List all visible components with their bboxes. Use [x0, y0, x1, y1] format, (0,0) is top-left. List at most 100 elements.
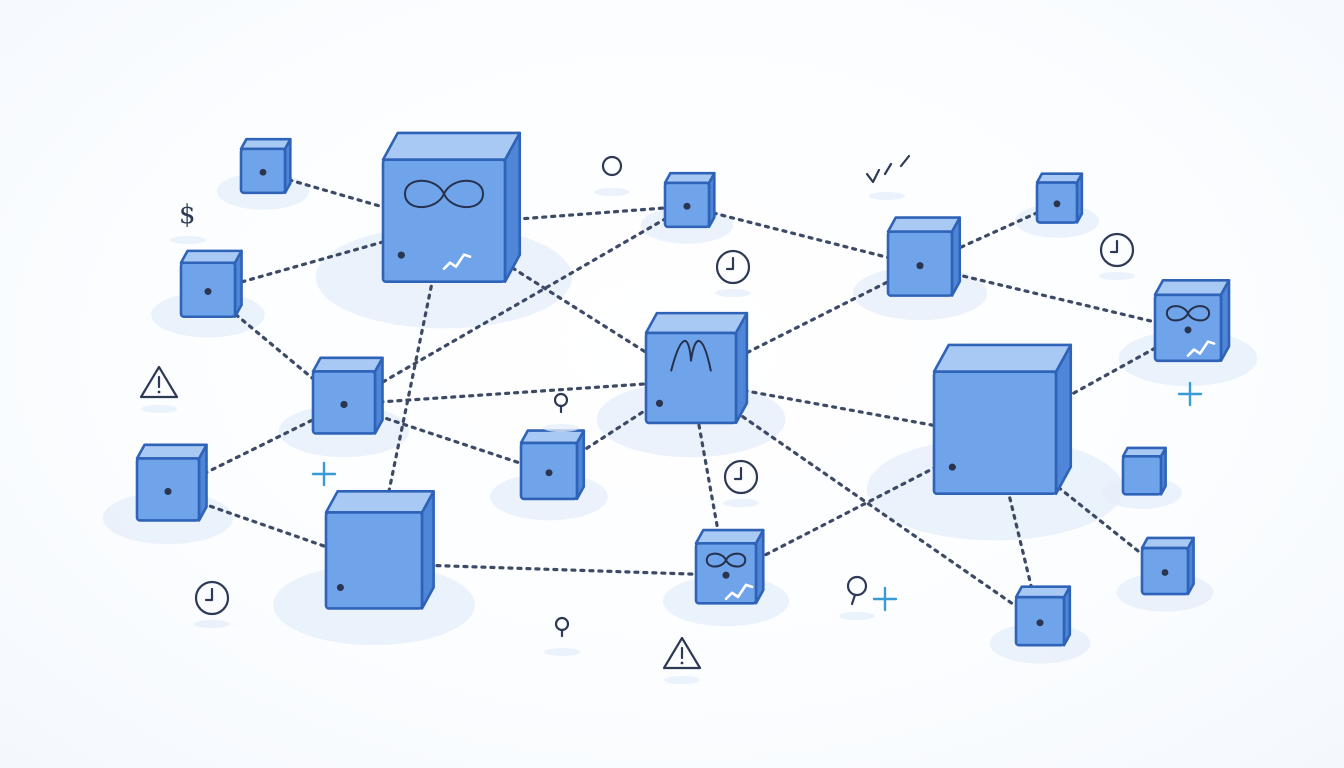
warning-dot — [157, 390, 161, 394]
pin-head — [553, 392, 569, 408]
cube-front-face — [932, 370, 1058, 496]
pin-head — [554, 616, 570, 632]
cube-top-face — [1153, 278, 1231, 297]
dollar-label: $ — [179, 200, 196, 230]
cube-top-face — [644, 311, 749, 335]
edge-n9-n10 — [689, 264, 922, 383]
edge-endpoint-dot — [204, 288, 212, 295]
node-cube-n15[interactable] — [1121, 446, 1167, 496]
decoration-shadow — [715, 289, 751, 297]
decoration-shadow — [170, 236, 206, 244]
clock-hands — [725, 256, 735, 271]
edge-endpoint-dot — [683, 202, 691, 210]
edge-endpoint-dot — [1036, 619, 1044, 627]
decoration-shadow — [839, 612, 875, 620]
edge-endpoint-dot — [948, 463, 956, 471]
decoration-shadow — [723, 499, 759, 507]
edge-endpoint-dot — [259, 168, 267, 176]
clock-face — [1099, 232, 1135, 268]
node-cube-n14[interactable] — [1153, 278, 1231, 363]
node-cube-n7[interactable] — [519, 429, 586, 501]
balloon-head — [846, 575, 868, 597]
node-cube-n8[interactable] — [1035, 172, 1084, 224]
clock-icon — [1099, 232, 1135, 280]
check-mark — [865, 168, 881, 184]
decoration-shadow — [869, 192, 905, 200]
edge-n4-n10 — [685, 204, 922, 268]
node-cube-n17[interactable] — [1014, 585, 1072, 647]
decoration-shadow — [544, 648, 580, 656]
ring-shape — [601, 155, 623, 177]
dollar-icon: $ — [170, 200, 206, 244]
warning-triangle — [662, 636, 702, 670]
clock-icon — [715, 249, 751, 297]
infinity-icon — [705, 552, 747, 568]
tick-mark — [899, 154, 911, 168]
clock-icon — [723, 459, 759, 507]
cube-front-face — [381, 158, 507, 284]
edge-endpoint-dot — [164, 488, 172, 495]
cube-top-face — [932, 343, 1073, 374]
pin-icon — [543, 392, 579, 432]
decorations-layer: $ — [139, 154, 1203, 684]
node-cube-n13[interactable] — [932, 343, 1073, 496]
edge-endpoint-dot — [337, 584, 344, 591]
node-cube-n2[interactable] — [381, 131, 522, 284]
trend-icon — [1186, 340, 1216, 357]
node-cube-n9[interactable] — [644, 311, 749, 425]
edge-n9-n13 — [689, 379, 997, 439]
node-cube-n4[interactable] — [663, 171, 716, 229]
pin-icon — [544, 616, 580, 656]
edge-endpoint-dot — [397, 251, 405, 259]
decoration-shadow — [194, 620, 230, 628]
node-cube-n12[interactable] — [694, 528, 765, 605]
edge-n10-n8 — [918, 202, 1059, 268]
cube-top-face — [239, 137, 292, 151]
plus-icon — [1177, 381, 1203, 407]
cube-top-face — [135, 443, 208, 460]
infinity-icon — [403, 179, 485, 208]
node-cube-n6[interactable] — [135, 443, 208, 522]
trend-icon — [442, 253, 472, 270]
cube-top-face — [1014, 585, 1072, 599]
warning-icon — [139, 365, 179, 413]
edge-endpoint-dot — [722, 571, 730, 579]
node-cube-n5[interactable] — [311, 356, 384, 435]
edge-endpoint-dot — [545, 469, 553, 477]
plus-mark — [1177, 381, 1203, 407]
check-marks-icon — [865, 154, 911, 200]
warning-dot — [680, 661, 684, 665]
edge-endpoint-dot — [916, 262, 924, 270]
edge-n9-n17 — [689, 379, 1042, 625]
edge-endpoint-dot — [1053, 200, 1061, 208]
edge-n5-n4 — [342, 204, 689, 407]
decoration-shadow — [141, 405, 177, 413]
edge-n5-n9 — [342, 379, 693, 407]
cube-top-face — [324, 490, 435, 514]
clock-hands — [1109, 239, 1119, 254]
node-cube-n3[interactable] — [179, 249, 243, 319]
wave-icon — [670, 339, 712, 372]
warning-icon — [662, 636, 702, 684]
plus-mark — [311, 461, 337, 487]
plus-mark — [872, 586, 898, 612]
edge-endpoint-dot — [1184, 326, 1192, 334]
node-cube-n10[interactable] — [886, 216, 962, 297]
decoration-shadow — [543, 424, 579, 432]
cube-top-face — [1035, 172, 1084, 184]
cube-top-face — [381, 131, 522, 162]
edge-endpoint-dot — [340, 401, 348, 408]
cube-top-face — [311, 356, 384, 373]
edge-endpoint-dot — [1161, 569, 1169, 576]
cube-top-face — [663, 171, 716, 185]
cube-top-face — [519, 429, 586, 445]
decoration-shadow — [1099, 272, 1135, 280]
clock-face — [715, 249, 751, 285]
node-cube-n1[interactable] — [239, 137, 292, 195]
plus-icon — [872, 586, 898, 612]
node-cube-n11[interactable] — [324, 490, 435, 610]
plus-icon — [311, 461, 337, 487]
cube-front-face — [644, 331, 738, 425]
node-cube-n16[interactable] — [1140, 536, 1195, 596]
